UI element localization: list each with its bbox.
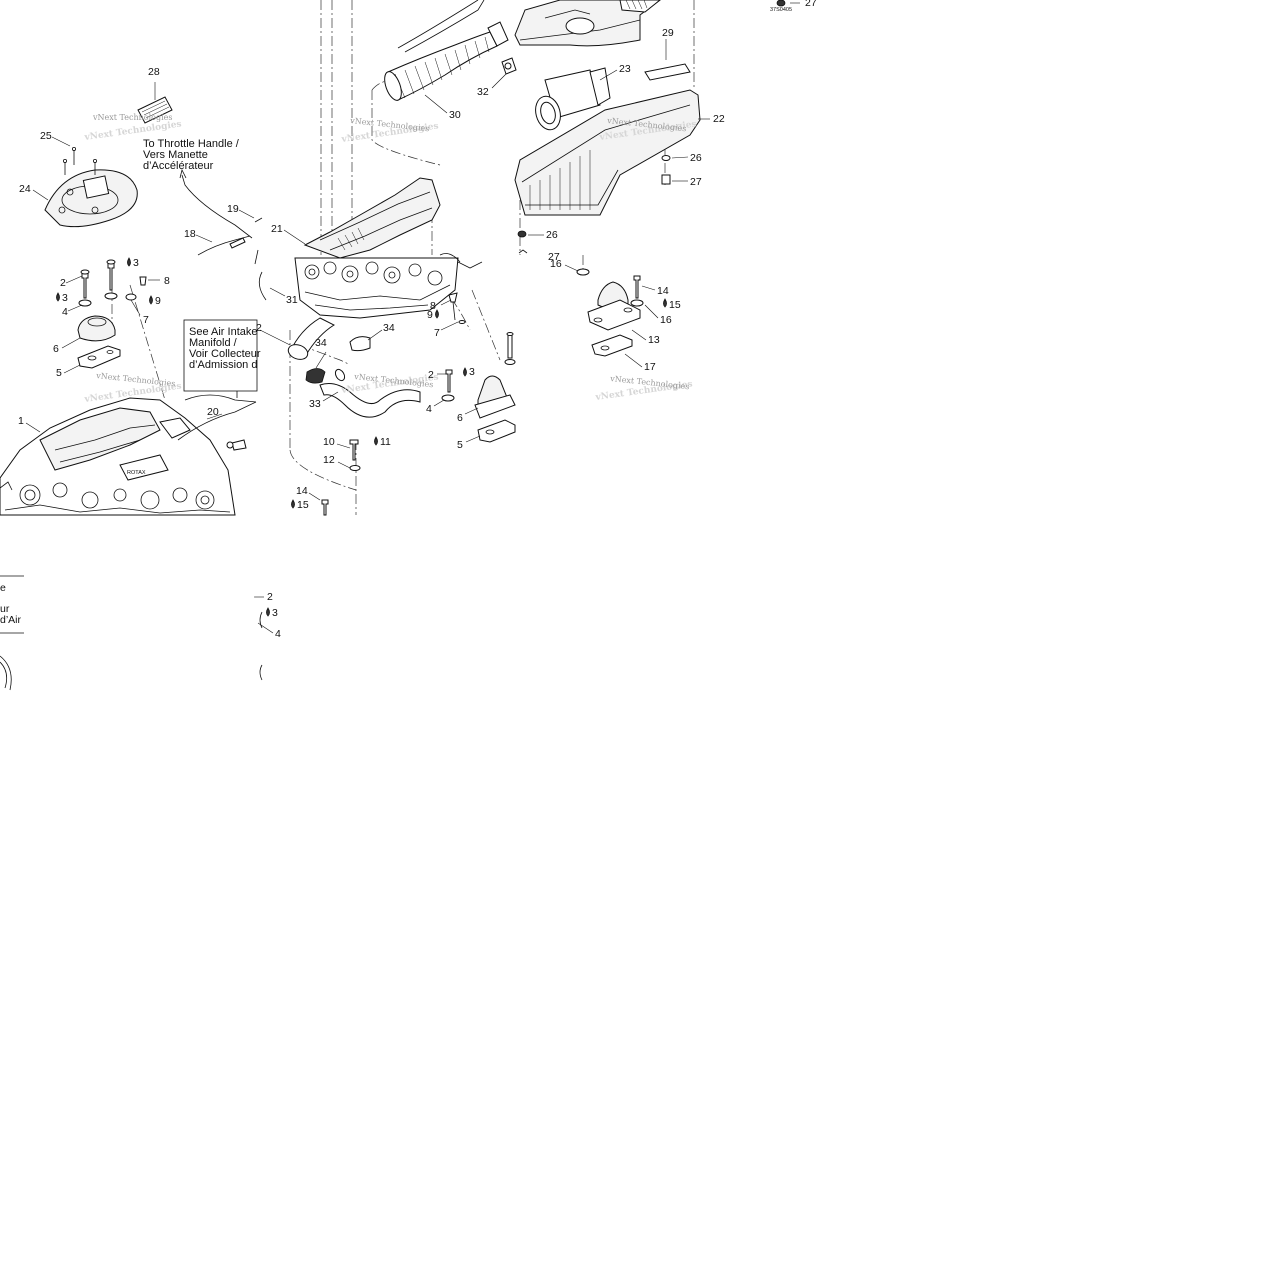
callout-label: 17 bbox=[644, 361, 656, 373]
callout-label: 9 bbox=[155, 295, 161, 307]
middle-mounting-hardware bbox=[321, 292, 516, 516]
callout-label: 5 bbox=[56, 367, 62, 379]
note-line: d’Accélérateur bbox=[143, 160, 214, 172]
callout-label: 14 bbox=[296, 485, 308, 497]
callout-label: 19 bbox=[227, 203, 239, 215]
note-line: See Air Intake bbox=[189, 326, 258, 338]
callout-label: 31 bbox=[286, 294, 298, 306]
intake-hose-assembly bbox=[384, 0, 517, 101]
note-line: Voir Collecteur bbox=[189, 348, 261, 360]
callout-label: 7 bbox=[434, 327, 440, 339]
drop-icon bbox=[435, 309, 439, 319]
callout-label: 16 bbox=[660, 314, 672, 326]
callout-label: 25 bbox=[40, 130, 52, 142]
callout-label: 1 bbox=[18, 415, 24, 427]
engine-cover-text: ROTAX bbox=[127, 470, 146, 476]
note-line: ur bbox=[0, 603, 10, 615]
callout-label: 13 bbox=[648, 334, 660, 346]
callout-label: 2 bbox=[267, 591, 273, 603]
drop-icon bbox=[374, 436, 378, 446]
callout-label: 27 bbox=[805, 0, 817, 9]
engine-block: ROTAX bbox=[0, 397, 236, 516]
callout-labels: 27 28 25 24 2 3 3 8 9 4 7 6 5 1 20 18 19… bbox=[18, 0, 817, 640]
drop-icon bbox=[56, 292, 60, 302]
callout-label: 10 bbox=[323, 436, 335, 448]
callout-label: 27 bbox=[690, 176, 702, 188]
callout-label: 12 bbox=[323, 454, 335, 466]
callout-label: 26 bbox=[690, 152, 702, 164]
right-mounting-hardware bbox=[576, 0, 786, 357]
callout-label: 27 bbox=[548, 251, 560, 263]
air-intake-note-box bbox=[183, 319, 258, 392]
note-line: e bbox=[0, 582, 6, 594]
callout-label: 8 bbox=[430, 300, 436, 312]
callout-label: 3 bbox=[133, 257, 139, 269]
air-box-top bbox=[514, 0, 701, 254]
drop-icon bbox=[463, 367, 467, 377]
note-line: d’Air bbox=[0, 614, 22, 626]
drop-icon bbox=[266, 607, 270, 617]
drop-icon bbox=[291, 499, 295, 509]
callout-label: 4 bbox=[62, 306, 68, 318]
callout-label: 18 bbox=[184, 228, 196, 240]
callout-label: 23 bbox=[619, 63, 631, 75]
note-line: Vers Manette bbox=[143, 149, 208, 161]
callout-label: 26 bbox=[546, 229, 558, 241]
note-line: d’Admission d bbox=[189, 359, 257, 371]
callout-label: 29 bbox=[662, 27, 674, 39]
throttle-cables bbox=[177, 168, 263, 451]
leader-lines bbox=[25, 2, 800, 501]
lower-left-note: e ur d’Air bbox=[0, 582, 22, 626]
oil-drop-icons bbox=[56, 257, 667, 617]
note-line: To Throttle Handle / bbox=[143, 138, 240, 150]
callout-label: 3 bbox=[62, 292, 68, 304]
callout-label: 9 bbox=[427, 309, 433, 321]
callout-label: 4 bbox=[275, 628, 281, 640]
watermark: vNext Technologies bbox=[92, 113, 172, 122]
throttle-note: To Throttle Handle / Vers Manette d’Accé… bbox=[143, 138, 240, 172]
air-intake-note: See Air Intake Manifold / Voir Collecteu… bbox=[189, 326, 261, 371]
watermark: vNext Technologies bbox=[95, 371, 176, 388]
lower-left-fragment bbox=[0, 575, 274, 691]
callout-label: 3 bbox=[272, 607, 278, 619]
callout-label: 4 bbox=[426, 403, 432, 415]
left-mounting-hardware bbox=[77, 259, 147, 369]
callout-label: 20 bbox=[207, 406, 219, 418]
callout-label: 7 bbox=[143, 314, 149, 326]
center-lines bbox=[111, 0, 695, 515]
diagram-code: 37S0405 bbox=[770, 7, 792, 13]
callout-label: 2 bbox=[256, 322, 262, 334]
callout-label: 30 bbox=[449, 109, 461, 121]
callout-label: 32 bbox=[477, 86, 489, 98]
callout-label: 21 bbox=[271, 223, 283, 235]
callout-label: 14 bbox=[657, 285, 669, 297]
callout-label: 34 bbox=[315, 337, 327, 349]
callout-label: 22 bbox=[713, 113, 725, 125]
coolant-hoses bbox=[258, 253, 461, 418]
callout-label: 33 bbox=[309, 398, 321, 410]
drop-icon bbox=[149, 295, 153, 305]
callout-label: 11 bbox=[380, 436, 391, 448]
callout-label: 8 bbox=[164, 275, 170, 287]
note-line: Manifold / bbox=[189, 337, 238, 349]
callout-label: 24 bbox=[19, 183, 31, 195]
callout-label: 6 bbox=[457, 412, 463, 424]
callout-label: 34 bbox=[383, 322, 395, 334]
callout-label: 15 bbox=[669, 299, 681, 311]
callout-label: 6 bbox=[53, 343, 59, 355]
callout-label: 2 bbox=[428, 369, 434, 381]
drop-icon bbox=[127, 257, 131, 267]
callout-label: 5 bbox=[457, 439, 463, 451]
callout-label: 16 bbox=[550, 258, 562, 270]
cover-and-decal bbox=[44, 96, 173, 228]
callout-label: 15 bbox=[297, 499, 309, 511]
throttle-body-manifold bbox=[294, 177, 483, 319]
callout-label: 3 bbox=[469, 366, 475, 378]
callout-label: 28 bbox=[148, 66, 160, 78]
drop-icon bbox=[663, 298, 667, 308]
callout-label: 2 bbox=[60, 277, 66, 289]
